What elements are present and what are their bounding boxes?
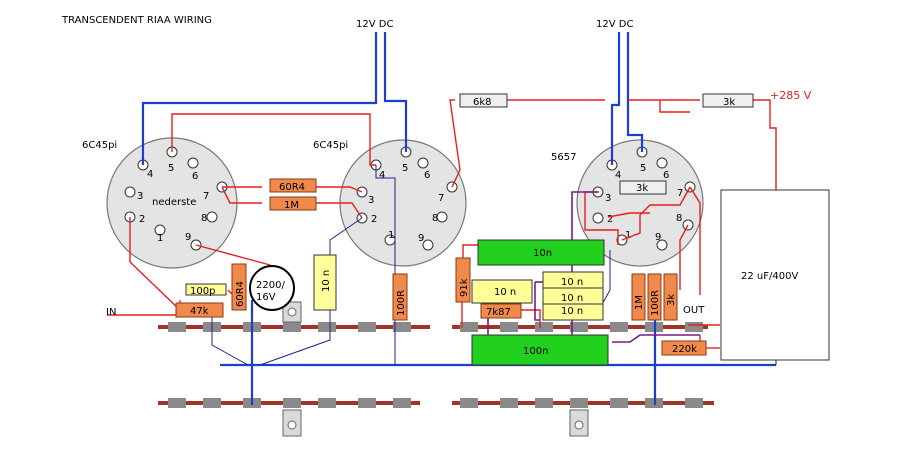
svg-text:2: 2 xyxy=(371,214,377,225)
svg-text:100n: 100n xyxy=(523,346,548,357)
svg-text:1: 1 xyxy=(625,230,631,241)
resistor-60r4-vertical: 60R4 xyxy=(231,263,247,311)
svg-text:6: 6 xyxy=(663,170,669,181)
svg-text:8: 8 xyxy=(201,213,207,224)
svg-text:6k8: 6k8 xyxy=(473,97,492,108)
capacitor-10n-vertical: 10 n xyxy=(313,254,337,311)
resistor-220k: 220k xyxy=(661,340,707,356)
svg-text:16V: 16V xyxy=(256,292,276,303)
svg-text:3k: 3k xyxy=(636,183,648,194)
svg-text:7: 7 xyxy=(438,193,444,204)
output-label: OUT xyxy=(683,305,705,316)
svg-text:8: 8 xyxy=(432,213,438,224)
tube-socket-1: 6C45pi nederste 4 5 6 7 8 9 1 2 3 xyxy=(82,137,238,269)
resistor-47k: 47k xyxy=(175,302,224,318)
svg-text:1: 1 xyxy=(157,233,163,244)
svg-text:1M: 1M xyxy=(634,295,645,310)
supply-12v-right: 12V DC xyxy=(596,19,633,30)
resistor-3k-socket: 3k xyxy=(619,180,667,195)
tube-socket-3: 5657 4 5 6 7 8 9 1 2 3 xyxy=(551,139,704,267)
diagram-title: TRANSCENDENT RIAA WIRING xyxy=(61,15,212,26)
mounting-tab-top-left xyxy=(282,301,302,323)
svg-text:6C45pi: 6C45pi xyxy=(82,140,117,151)
svg-text:2200/: 2200/ xyxy=(256,280,285,291)
svg-text:5: 5 xyxy=(168,163,174,174)
svg-text:3k: 3k xyxy=(723,97,735,108)
svg-text:9: 9 xyxy=(418,233,424,244)
svg-text:nederste: nederste xyxy=(152,197,196,208)
svg-text:10n: 10n xyxy=(533,248,552,259)
resistor-100r-middle: 100R xyxy=(392,273,408,321)
svg-text:6C45pi: 6C45pi xyxy=(313,140,348,151)
resistor-60r4-horizontal: 60R4 xyxy=(269,178,317,193)
resistor-7k87: 7k87 xyxy=(480,303,522,319)
svg-text:2: 2 xyxy=(607,214,613,225)
terminal-strip-top-right xyxy=(452,322,708,332)
capacitor-10n-green: 10n xyxy=(477,239,605,266)
svg-text:22 uF/400V: 22 uF/400V xyxy=(741,271,798,282)
terminal-strip-bottom-left xyxy=(158,398,420,437)
supply-hv: +285 V xyxy=(770,89,812,102)
svg-text:3: 3 xyxy=(368,195,374,206)
svg-text:3: 3 xyxy=(605,193,611,204)
resistor-100r-right: 100R xyxy=(647,273,662,321)
capacitor-100n-green: 100n xyxy=(471,334,609,366)
svg-text:1: 1 xyxy=(388,230,394,241)
capacitor-bank-10n: 10 n 10 n 10 n xyxy=(542,271,604,321)
resistor-1m-horizontal: 1M xyxy=(269,196,317,211)
svg-text:7k87: 7k87 xyxy=(486,307,511,318)
resistor-1m-right: 1M xyxy=(631,273,646,321)
capacitor-2200uf: 2200/ 16V xyxy=(249,265,295,311)
resistor-91k: 91k xyxy=(455,257,471,303)
terminal-strip-top-left xyxy=(158,322,430,332)
wires-thin xyxy=(211,165,777,366)
svg-text:7: 7 xyxy=(203,191,209,202)
svg-text:3: 3 xyxy=(137,191,143,202)
svg-text:3k: 3k xyxy=(666,294,677,306)
svg-text:6: 6 xyxy=(192,171,198,182)
svg-text:4: 4 xyxy=(379,170,385,181)
supply-12v-left: 12V DC xyxy=(356,19,393,30)
svg-text:100R: 100R xyxy=(650,290,661,316)
svg-text:10 n: 10 n xyxy=(494,287,516,298)
svg-text:8: 8 xyxy=(676,213,682,224)
capacitor-100p: 100p xyxy=(185,283,227,297)
resistor-3k-right: 3k xyxy=(663,273,678,321)
svg-text:6: 6 xyxy=(424,170,430,181)
svg-text:5: 5 xyxy=(402,163,408,174)
svg-text:4: 4 xyxy=(615,170,621,181)
input-label: IN xyxy=(106,307,116,318)
resistor-6k8: 6k8 xyxy=(459,93,508,108)
svg-text:10 n: 10 n xyxy=(321,270,332,292)
svg-text:47k: 47k xyxy=(190,306,209,317)
svg-text:4: 4 xyxy=(147,169,153,180)
capacitor-22uf-400v: 22 uF/400V xyxy=(720,189,830,361)
svg-text:9: 9 xyxy=(655,232,661,243)
svg-text:60R4: 60R4 xyxy=(235,281,246,307)
svg-text:2: 2 xyxy=(139,214,145,225)
svg-text:5657: 5657 xyxy=(551,152,576,163)
svg-text:7: 7 xyxy=(677,188,683,199)
tube-socket-2: 6C45pi 4 5 6 7 8 9 1 2 3 xyxy=(313,139,467,267)
svg-text:10 n: 10 n xyxy=(561,277,583,288)
svg-text:100p: 100p xyxy=(190,286,215,297)
capacitor-10n-yellow: 10 n xyxy=(471,279,533,304)
svg-text:10 n: 10 n xyxy=(561,306,583,317)
svg-text:1M: 1M xyxy=(284,200,299,211)
svg-text:60R4: 60R4 xyxy=(279,182,305,193)
terminal-strip-bottom-right xyxy=(452,398,714,437)
svg-text:220k: 220k xyxy=(672,344,697,355)
svg-text:9: 9 xyxy=(185,232,191,243)
svg-text:91k: 91k xyxy=(459,278,470,297)
wires-red xyxy=(107,99,777,349)
resistor-3k-top: 3k xyxy=(702,93,754,108)
svg-text:5: 5 xyxy=(640,163,646,174)
svg-text:10 n: 10 n xyxy=(561,293,583,304)
svg-text:100R: 100R xyxy=(396,290,407,316)
